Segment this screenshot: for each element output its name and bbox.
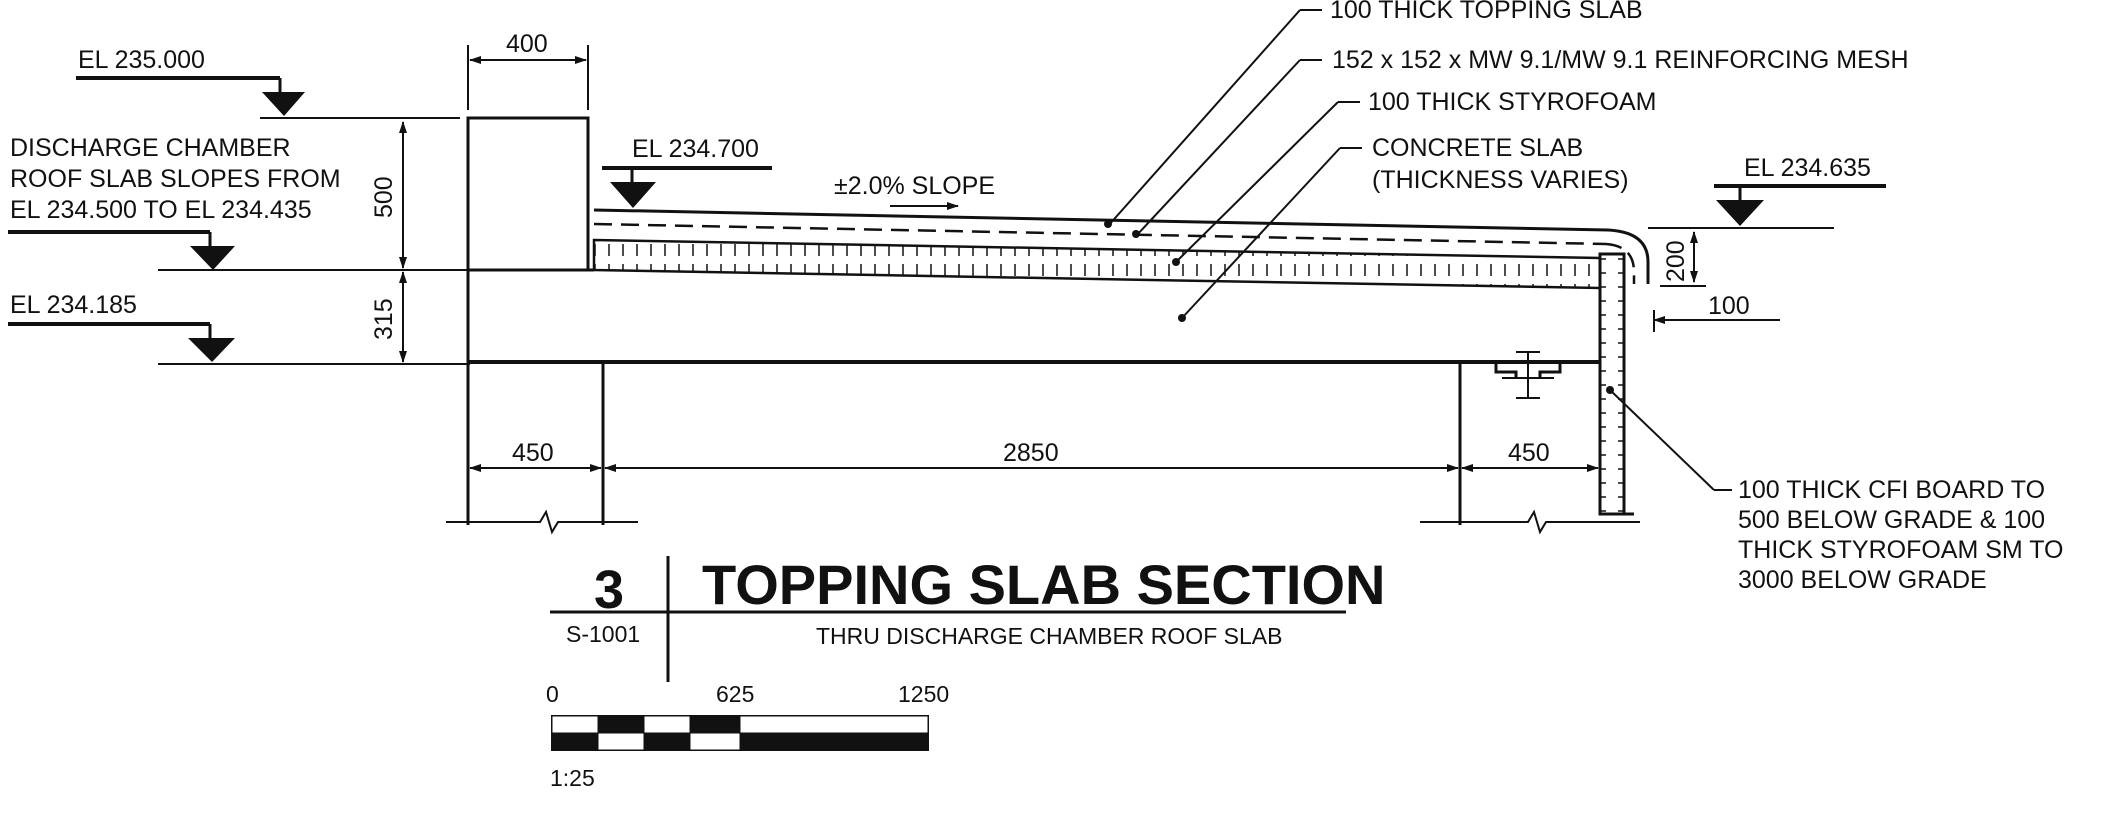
callout-concrete-slab: CONCRETE SLAB (THICKNESS VARIES) [1178,134,1629,322]
detail-title: TOPPING SLAB SECTION [702,553,1385,616]
title-block: 3 TOPPING SLAB SECTION S-1001 THRU DISCH… [550,553,1385,682]
slope-label: ±2.0% SLOPE [834,172,995,200]
elevation-marker-234-635: EL 234.635 [1648,154,1886,229]
dimension-400: 400 [467,30,589,110]
elevation-label: EL 235.000 [78,46,205,74]
elevation-triangle-icon [1716,200,1764,226]
callout-label: 100 THICK TOPPING SLAB [1330,0,1643,24]
callout-label: (THICKNESS VARIES) [1372,166,1629,194]
dimension-100: 100 [1653,292,1780,332]
discharge-note: DISCHARGE CHAMBER ROOF SLAB SLOPES FROM … [8,134,470,271]
dimension-500: 500 [370,121,407,269]
discharge-note-line3: EL 234.500 TO EL 234.435 [10,196,312,224]
callout-label: 100 THICK STYROFOAM [1368,88,1657,116]
callout-label: 100 THICK CFI BOARD TO [1738,476,2045,504]
dimension-315: 315 [370,271,407,363]
elevation-triangle-icon [188,338,235,362]
dimension-450-left: 450 [469,439,602,472]
dimension-450-right: 450 [1461,439,1599,472]
callout-cfi-board: 100 THICK CFI BOARD TO 500 BELOW GRADE &… [1606,386,2064,594]
scale-ratio: 1:25 [550,765,595,791]
callout-label: 152 x 152 x MW 9.1/MW 9.1 REINFORCING ME… [1332,46,1909,74]
elevation-triangle-icon [190,246,235,270]
scale-tick-label: 1250 [898,681,949,707]
dimension-label: 100 [1708,292,1750,320]
scale-tick-label: 0 [546,681,559,707]
discharge-note-line2: ROOF SLAB SLOPES FROM [10,165,341,193]
elevation-marker-235-000: EL 235.000 [76,46,460,119]
elevation-label: EL 234.635 [1744,154,1871,182]
slope-indicator: ±2.0% SLOPE [834,172,995,210]
reinforcing-mesh-line [593,222,1607,246]
elevation-triangle-icon [610,182,656,208]
scale-tick-label: 625 [716,681,754,707]
callout-label: CONCRETE SLAB [1372,134,1583,162]
break-lines [446,509,1640,535]
styrofoam-layer [592,238,1602,290]
dimension-label: 200 [1662,240,1690,282]
dimension-2850: 2850 [604,439,1459,472]
right-wall-cfi-board [1598,252,1634,516]
callout-mesh: 152 x 152 x MW 9.1/MW 9.1 REINFORCING ME… [1132,46,1909,238]
dimension-label: 400 [506,30,548,58]
roof-slab-section [468,208,1650,525]
discharge-note-line1: DISCHARGE CHAMBER [10,134,291,162]
scale-bar: 0 625 1250 1:25 [546,681,949,791]
steel-beam-icon [1494,351,1562,399]
callout-label: 500 BELOW GRADE & 100 [1738,506,2045,534]
elevation-marker-234-185: EL 234.185 [8,291,470,365]
callout-styrofoam: 100 THICK STYROFOAM [1172,88,1657,266]
dimension-label: 450 [1508,439,1550,467]
callout-topping-slab: 100 THICK TOPPING SLAB [1104,0,1643,228]
dimension-200: 200 [1660,231,1706,287]
dimension-label: 2850 [1003,439,1059,467]
dimension-label: 500 [370,176,398,218]
detail-number: 3 [594,560,624,620]
elevation-marker-234-700: EL 234.700 [602,135,772,208]
callout-label: THICK STYROFOAM SM TO [1738,536,2064,564]
sheet-reference: S-1001 [566,621,640,647]
detail-subtitle: THRU DISCHARGE CHAMBER ROOF SLAB [816,623,1282,649]
elevation-triangle-icon [262,92,305,116]
dimension-label: 315 [370,298,398,340]
elevation-label: EL 234.185 [10,291,137,319]
dimension-label: 450 [512,439,554,467]
callout-label: 3000 BELOW GRADE [1738,566,1987,594]
elevation-label: EL 234.700 [632,135,759,163]
